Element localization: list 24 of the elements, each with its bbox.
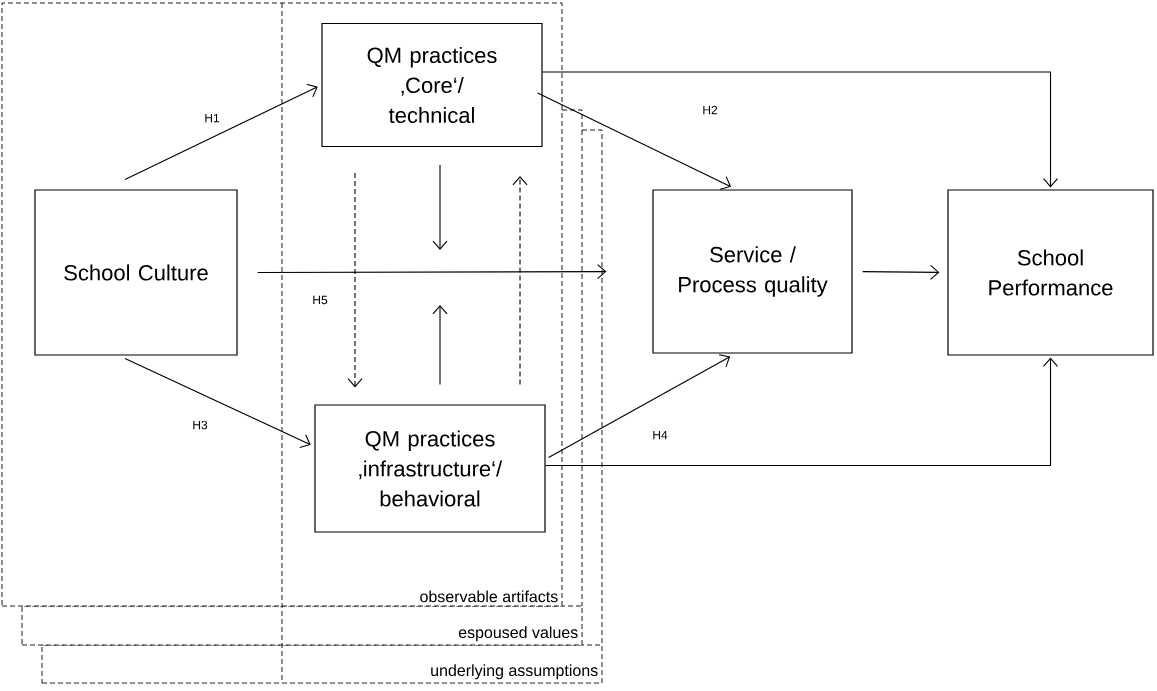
arrow xyxy=(545,357,1059,467)
arrow xyxy=(432,164,448,250)
arrow xyxy=(347,172,363,388)
edge-label: H4 xyxy=(651,429,669,441)
edge-label: H2 xyxy=(701,104,719,116)
arrow xyxy=(862,264,940,280)
arrow xyxy=(537,92,732,190)
arrow xyxy=(432,305,448,385)
layer-box: espoused values xyxy=(21,605,583,646)
edge-label: H5 xyxy=(311,294,329,306)
edge-label: H1 xyxy=(203,112,221,124)
arrow xyxy=(124,358,311,448)
arrow xyxy=(542,71,1059,188)
edge-label: H3 xyxy=(191,419,209,431)
layer-box: underlying assumptions xyxy=(41,644,603,684)
concept-box: Service / Process quality xyxy=(652,189,853,354)
arrow xyxy=(124,83,318,180)
arrow xyxy=(512,176,528,385)
concept-box: QM practices ‚Core‘/ technical xyxy=(321,22,543,148)
concept-box: School Culture xyxy=(34,189,238,356)
concept-box: QM practices ‚infrastructure‘/ behavioral xyxy=(314,404,546,533)
arrow xyxy=(548,354,731,459)
arrow xyxy=(257,264,607,280)
concept-box: School Performance xyxy=(947,189,1154,356)
